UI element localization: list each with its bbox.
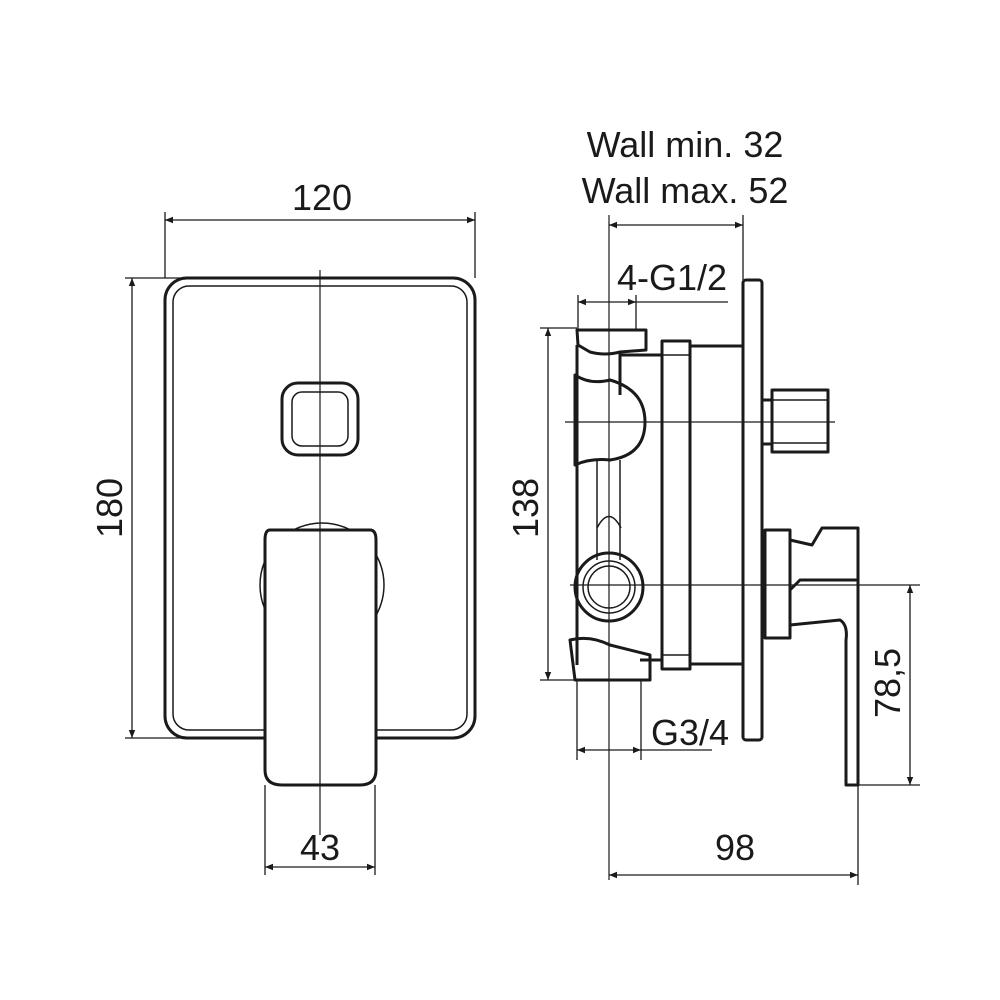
lever-base	[763, 528, 792, 640]
side-view: Wall min. 32 Wall max. 52 4-G1/2 138 G3/…	[505, 124, 920, 885]
thread-detail	[596, 515, 622, 529]
bottom-outlet	[568, 636, 652, 682]
outlet-port	[573, 551, 645, 623]
outlet-thread-label: G3/4	[651, 712, 729, 753]
width-dimension: 120	[292, 177, 352, 218]
wall-min-label: Wall min. 32	[587, 124, 784, 165]
lever-top	[788, 526, 860, 592]
diverter-button-inner	[291, 391, 349, 447]
depth-dimension: 98	[715, 827, 755, 868]
body-height-dimension: 138	[505, 478, 546, 538]
diverter-knob	[770, 388, 830, 454]
valve-body-side	[573, 373, 647, 467]
valve-body	[575, 328, 648, 356]
height-dimension: 180	[89, 478, 130, 538]
outlet-port-bore	[587, 565, 631, 609]
diverter-button	[280, 381, 360, 457]
mounting-box	[660, 339, 692, 671]
handle-width-dimension: 43	[300, 827, 340, 868]
lever-height-dimension: 78,5	[867, 648, 908, 718]
outlet-port-inner	[582, 560, 636, 614]
wall-max-label: Wall max. 52	[582, 170, 789, 211]
lever-arm	[789, 580, 860, 787]
inlet-thread-label: 4-G1/2	[617, 257, 727, 298]
wall-plate	[741, 278, 764, 742]
front-view: 120 180 43	[89, 177, 477, 875]
